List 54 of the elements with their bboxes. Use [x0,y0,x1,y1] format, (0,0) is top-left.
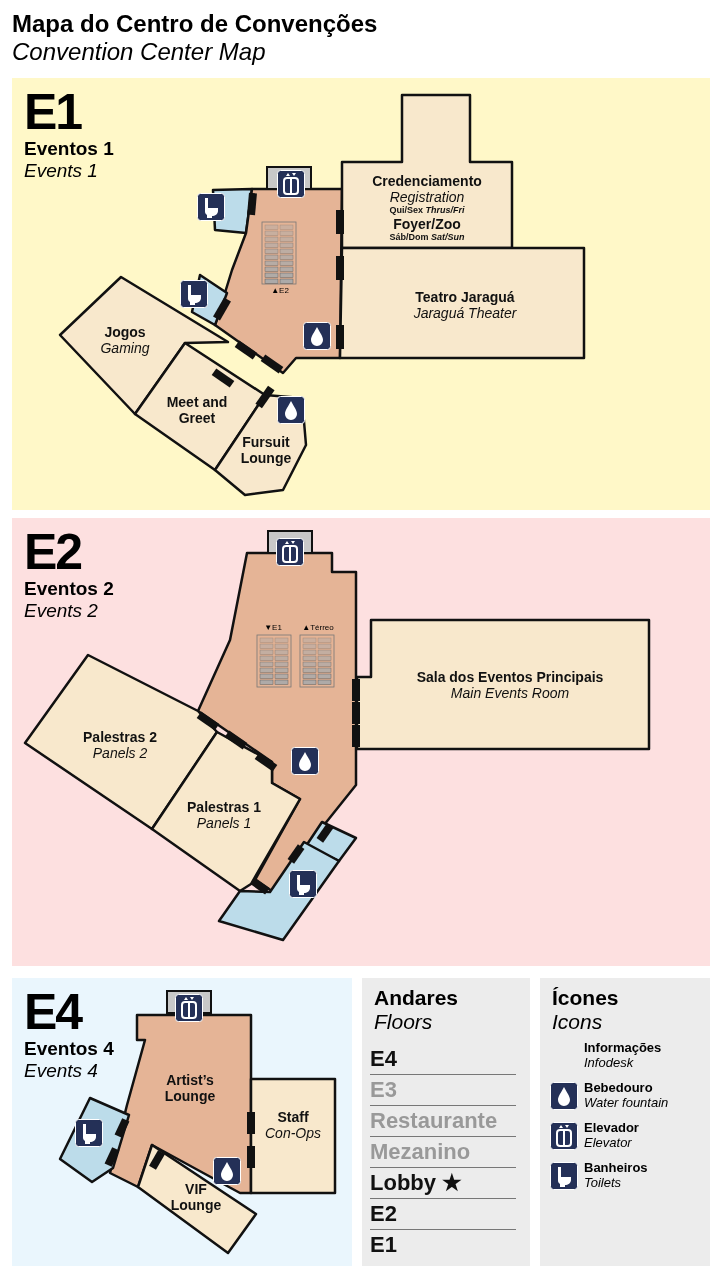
room-name: Foyer/Zoo [392,216,462,232]
panel-heading-translation: Floors [374,1010,434,1034]
room-name-translation: Con-Ops [265,1125,321,1141]
floor-panel [540,978,710,1266]
floor-list-item: E3 [370,1077,397,1103]
floor-list-item: E2 [370,1201,397,1227]
room-name: Sala dos Eventos Principais [416,669,604,685]
opening-days: Qui/Sex Thrus/Fri [372,205,482,216]
room-name-translation: Panels 2 [91,745,149,761]
room-name-translation: Main Events Room [449,685,571,701]
floor-panel [12,518,710,966]
room-name: Palestras 2 [83,729,157,745]
floor-name: Eventos 1 [24,138,114,160]
floor-list-item: E4 [370,1046,397,1072]
floor-name: Eventos 2 [24,578,114,600]
page-title: Mapa do Centro de Convenções Convention Center Map [12,10,378,66]
room-name-translation: Gaming [100,340,150,356]
floor-code: E1 [24,86,83,138]
legend-text: Elevador Elevator [584,1120,639,1150]
room-name: Fursuit Lounge [239,434,293,466]
room-name: Teatro Jaraguá [414,289,516,305]
room-name-translation: Panels 1 [195,815,253,831]
legend-text: Bebedouro Water fountain [584,1080,669,1110]
floor-list-item: Lobby ★ [370,1170,463,1196]
room-name-translation: Registration [388,189,466,205]
stair-label: ▼E1 [264,623,282,632]
opening-days: Sáb/Dom Sat/Sun [372,232,482,243]
floor-list-item: E1 [370,1232,397,1258]
room-name: VIF Lounge [169,1181,223,1213]
floor-code: E4 [24,986,83,1038]
panel-heading: Andares [374,986,459,1010]
floor-name-translation: Events 4 [24,1060,99,1082]
floor-list-item: Restaurante [370,1108,498,1134]
room-name: Jogos [103,324,147,340]
room-name: Artist’s Lounge [163,1072,217,1104]
floor-panel [362,978,530,1266]
room-name: Credenciamento [372,173,482,189]
legend-text: Informações Infodesk [584,1040,662,1070]
floor-code: E2 [24,526,83,578]
room-name: Palestras 1 [187,799,261,815]
room-name: Staff [276,1109,310,1125]
floor-name-translation: Events 2 [24,600,99,622]
floor-panel [12,978,352,1266]
floor-panel [12,78,710,510]
stair-label: ▲Térreo [302,623,334,632]
floor-name-translation: Events 1 [24,160,99,182]
panel-heading: Ícones [552,986,619,1010]
room-name-translation: Jaraguá Theater [413,305,517,321]
room-name: Meet and Greet [165,394,229,426]
legend-text: Banheiros Toilets [584,1160,648,1190]
floor-list-item: Mezanino [370,1139,471,1165]
floor-name: Eventos 4 [24,1038,114,1060]
stair-label: ▲E2 [271,286,289,295]
panel-heading-translation: Icons [552,1010,604,1034]
